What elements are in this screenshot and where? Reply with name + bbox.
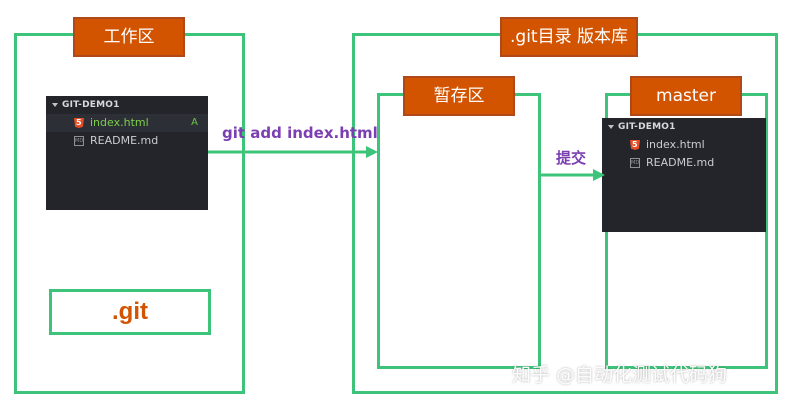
- file-name: README.md: [646, 156, 715, 169]
- file-row-index-html[interactable]: index.html A: [46, 114, 208, 132]
- collapse-triangle-icon[interactable]: [608, 125, 614, 129]
- git-add-arrow-head: [366, 146, 378, 158]
- explorer-header: GIT-DEMO1: [46, 96, 208, 114]
- commit-label: 提交: [556, 149, 587, 167]
- file-row-readme-md[interactable]: MD README.md: [602, 154, 766, 172]
- explorer-header: GIT-DEMO1: [602, 118, 766, 136]
- git-directory-label: .git: [112, 298, 148, 325]
- collapse-triangle-icon[interactable]: [52, 103, 58, 107]
- markdown-icon: MD: [74, 136, 84, 146]
- html5-icon: [630, 140, 640, 150]
- file-name: index.html: [646, 138, 705, 151]
- master-title: master: [630, 76, 742, 116]
- explorer-panel-right: GIT-DEMO1 index.html MD README.md: [602, 118, 766, 232]
- stage-title: 暂存区: [403, 76, 515, 116]
- markdown-icon: MD: [630, 158, 640, 168]
- file-row-index-html[interactable]: index.html: [602, 136, 766, 154]
- file-name: README.md: [90, 134, 159, 147]
- git-add-label: git add index.html: [222, 124, 378, 142]
- workspace-title: 工作区: [73, 17, 185, 57]
- file-name: index.html: [90, 116, 149, 129]
- html5-icon: [74, 118, 84, 128]
- explorer-header-label: GIT-DEMO1: [618, 122, 676, 132]
- watermark-text: 知乎 @自动化测试代码狗: [512, 364, 728, 386]
- commit-arrow-head: [593, 169, 605, 181]
- repository-title: .git目录 版本库: [500, 17, 638, 57]
- explorer-header-label: GIT-DEMO1: [62, 100, 120, 110]
- git-status-badge: A: [191, 117, 198, 128]
- explorer-panel-left: GIT-DEMO1 index.html A MD README.md: [46, 96, 208, 210]
- git-directory-box: [49, 289, 211, 335]
- file-row-readme-md[interactable]: MD README.md: [46, 132, 208, 150]
